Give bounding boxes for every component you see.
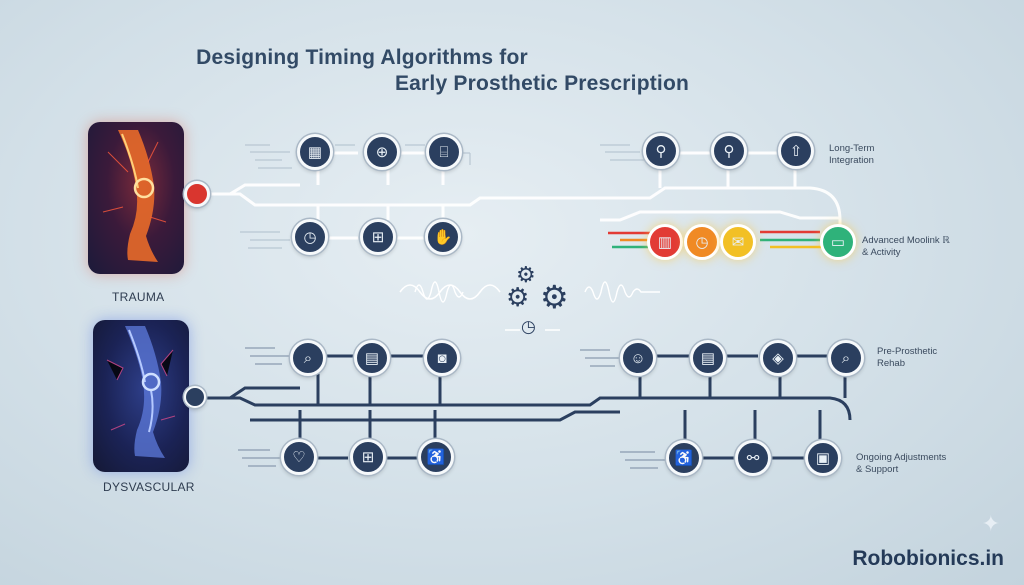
running-icon-2[interactable]: ⚲	[711, 133, 747, 169]
running-icon[interactable]: ⚲	[643, 133, 679, 169]
gear-clock-icon: ⚙	[540, 279, 569, 315]
label-ongoing-line-1: Ongoing Adjustments	[856, 452, 947, 463]
label-advanced-line-2: & Activity	[862, 247, 901, 258]
label-long-term: Long-Term Integration	[829, 143, 874, 167]
first-aid-icon[interactable]: ⊞	[360, 219, 396, 255]
label-pre-prosthetic-line-2: Rehab	[877, 358, 905, 369]
label-advanced-line-1: Advanced Moolink ℝ	[862, 235, 950, 246]
portrait-icon[interactable]: ◈	[760, 340, 796, 376]
message-icon[interactable]: ✉	[720, 224, 756, 260]
monitor-icon[interactable]: ▣	[805, 440, 841, 476]
walker-icon[interactable]: ⚯	[735, 440, 771, 476]
label-pre-prosthetic-line-1: Pre-Prosthetic	[877, 346, 938, 357]
calendar-icon[interactable]: ▦	[297, 134, 333, 170]
trauma-label: TRAUMA	[112, 290, 165, 304]
label-long-term-line-1: Long-Term	[829, 143, 875, 154]
magnifier-icon-2[interactable]: ⌕	[828, 340, 864, 376]
gear-icon-2: ⚙	[506, 282, 530, 312]
id-card-icon[interactable]: ▤	[354, 340, 390, 376]
medical-cross-icon[interactable]: ⊕	[364, 134, 400, 170]
label-pre-prosthetic: Pre-Prosthetic Rehab	[877, 346, 937, 370]
heart-icon[interactable]: ♡	[281, 439, 317, 475]
building-icon[interactable]: ▥	[647, 224, 683, 260]
label-long-term-line-2: Integration	[829, 155, 874, 166]
user-profile-icon[interactable]: ☺	[620, 340, 656, 376]
stairs-icon[interactable]: ⌸	[426, 134, 462, 170]
label-ongoing: Ongoing Adjustments & Support	[856, 452, 946, 476]
dysvascular-label: DYSVASCULAR	[103, 480, 195, 494]
clock-icon[interactable]: ◷	[292, 219, 328, 255]
sparkle-icon: ✦	[981, 511, 1000, 536]
wheelchair-icon[interactable]: ♿	[666, 440, 702, 476]
monitor-icon-green[interactable]: ▭	[820, 224, 856, 260]
magnifier-icon[interactable]: ⌕	[290, 340, 326, 376]
first-aid-icon-2[interactable]: ⊞	[350, 439, 386, 475]
dysvascular-start-dot	[184, 386, 206, 408]
title-line-2: Early Prosthetic Prescription	[394, 72, 690, 95]
camera-icon[interactable]: ◙	[424, 340, 460, 376]
dysvascular-limb-image	[93, 320, 189, 472]
trauma-start-dot	[184, 181, 210, 207]
clock-icon-orange[interactable]: ◷	[684, 224, 720, 260]
title-line-1: Designing Timing Algorithms for	[196, 46, 528, 69]
dysvascular-leg-icon	[106, 326, 176, 458]
arrow-up-icon[interactable]: ⇧	[778, 133, 814, 169]
handshake-icon[interactable]: ✋	[425, 219, 461, 255]
label-ongoing-line-2: & Support	[856, 464, 899, 475]
trauma-leg-icon	[102, 130, 167, 262]
walking-icon[interactable]: ♿	[418, 439, 454, 475]
label-advanced: Advanced Moolink ℝ & Activity	[862, 235, 950, 259]
brand-text[interactable]: Robobionics.in	[852, 547, 1004, 570]
trauma-limb-image	[88, 122, 184, 274]
clock-icon-center: ◷	[521, 317, 536, 336]
id-card-icon-2[interactable]: ▤	[690, 340, 726, 376]
gear-icon: ⚙	[516, 262, 536, 287]
